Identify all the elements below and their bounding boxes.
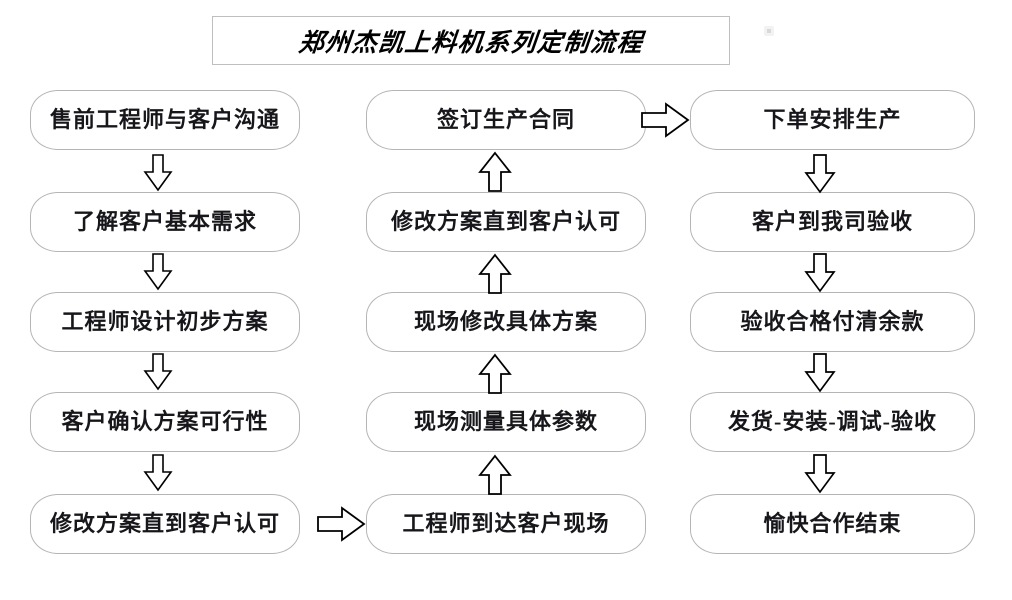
arrow-right-icon — [317, 506, 366, 542]
arrow-down-icon — [143, 353, 173, 391]
node-col3-row4[interactable]: 发货-安装-调试-验收 — [690, 392, 975, 452]
node-col1-row4[interactable]: 客户确认方案可行性 — [30, 392, 300, 452]
node-label: 愉快合作结束 — [763, 511, 902, 536]
node-label: 了解客户基本需求 — [72, 209, 257, 234]
node-label: 工程师设计初步方案 — [61, 309, 269, 334]
node-label: 售前工程师与客户沟通 — [49, 107, 280, 132]
arrow-right-icon — [641, 102, 690, 138]
arrow-up-icon — [478, 353, 512, 394]
arrow-down-icon — [143, 154, 173, 192]
node-label: 客户确认方案可行性 — [61, 409, 269, 434]
node-label: 工程师到达客户现场 — [402, 511, 610, 536]
node-label: 修改方案直到客户认可 — [390, 209, 621, 234]
page-title: 郑州杰凯上料机系列定制流程 — [297, 29, 645, 57]
node-col1-row2[interactable]: 了解客户基本需求 — [30, 192, 300, 252]
node-col1-row5[interactable]: 修改方案直到客户认可 — [30, 494, 300, 554]
node-label: 客户到我司验收 — [751, 209, 913, 234]
node-col2-row3[interactable]: 现场修改具体方案 — [366, 292, 646, 352]
arrow-down-icon — [143, 454, 173, 492]
chart-title-box: 郑州杰凯上料机系列定制流程 — [212, 16, 730, 65]
node-col3-row5[interactable]: 愉快合作结束 — [690, 494, 975, 554]
watermark-speck — [764, 26, 774, 36]
node-label: 发货-安装-调试-验收 — [728, 409, 937, 434]
arrow-up-icon — [478, 151, 512, 192]
node-col2-row4[interactable]: 现场测量具体参数 — [366, 392, 646, 452]
arrow-up-icon — [478, 454, 512, 495]
arrow-down-icon — [143, 253, 173, 291]
arrow-down-icon — [804, 154, 836, 194]
node-col1-row3[interactable]: 工程师设计初步方案 — [30, 292, 300, 352]
arrow-down-icon — [804, 454, 836, 494]
node-col3-row2[interactable]: 客户到我司验收 — [690, 192, 975, 252]
node-label: 下单安排生产 — [763, 107, 902, 132]
arrow-down-icon — [804, 253, 836, 293]
node-label: 现场修改具体方案 — [413, 309, 598, 334]
arrow-down-icon — [804, 353, 836, 393]
node-col1-row1[interactable]: 售前工程师与客户沟通 — [30, 90, 300, 150]
node-col2-row1[interactable]: 签订生产合同 — [366, 90, 646, 150]
node-label: 现场测量具体参数 — [413, 409, 598, 434]
node-label: 修改方案直到客户认可 — [49, 511, 280, 536]
node-label: 签订生产合同 — [436, 107, 575, 132]
node-label: 验收合格付清余款 — [740, 309, 925, 334]
node-col2-row5[interactable]: 工程师到达客户现场 — [366, 494, 646, 554]
node-col3-row1[interactable]: 下单安排生产 — [690, 90, 975, 150]
node-col3-row3[interactable]: 验收合格付清余款 — [690, 292, 975, 352]
arrow-up-icon — [478, 253, 512, 294]
node-col2-row2[interactable]: 修改方案直到客户认可 — [366, 192, 646, 252]
